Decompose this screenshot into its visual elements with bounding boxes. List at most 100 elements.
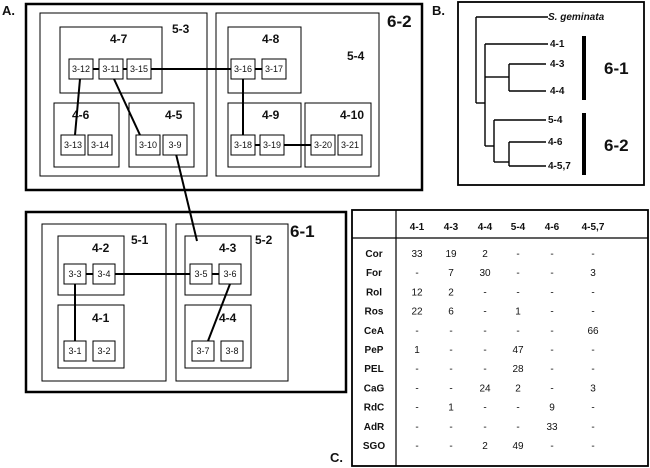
clade-4-1-label: 4-1 [92, 311, 110, 325]
table-cell: 19 [445, 249, 457, 260]
table-cell: - [415, 383, 418, 394]
table-cell: 30 [479, 268, 491, 279]
clade-4-9-label: 4-9 [262, 108, 280, 122]
group-6-1-box [24, 210, 348, 394]
table-cell: - [483, 422, 486, 433]
table-cell: - [591, 287, 594, 298]
tree-leaf-4-3: 4-3 [550, 59, 565, 70]
node-3-5: 3-5 [189, 263, 213, 285]
node-3-12: 3-12 [68, 58, 94, 80]
table-cell: 66 [587, 326, 599, 337]
table-cell: - [483, 326, 486, 337]
node-3-14: 3-14 [87, 134, 113, 156]
table-column-header: 4-5,7 [582, 222, 605, 233]
table-column-header: 4-3 [444, 222, 459, 233]
node-3-11: 3-11 [98, 58, 124, 80]
table-cell: 3 [590, 383, 596, 394]
clade-4-7-label: 4-7 [110, 32, 128, 46]
clade-5-3-box [39, 12, 208, 177]
clade-4-6-label: 4-6 [72, 108, 90, 122]
svg-text:3-13: 3-13 [64, 140, 82, 150]
node-3-18: 3-18 [230, 134, 256, 156]
table-row-label: Cor [365, 249, 382, 260]
group-6-2-label: 6-2 [387, 12, 412, 31]
node-3-1: 3-1 [63, 340, 87, 362]
table-row-label: Ros [365, 307, 384, 318]
table-cell: - [449, 441, 452, 452]
node-3-20: 3-20 [310, 134, 336, 156]
clade-4-8-label: 4-8 [262, 32, 280, 46]
table-cell: - [550, 249, 553, 260]
table-cell: - [449, 422, 452, 433]
table-cell: - [415, 326, 418, 337]
table-cell: - [550, 441, 553, 452]
table-cell: - [591, 403, 594, 414]
group-bar-6-2 [582, 113, 586, 175]
table-cell: - [483, 307, 486, 318]
link-3-6-3-7 [207, 283, 231, 342]
clade-5-4-box [215, 12, 380, 177]
panel-label-a: A. [2, 3, 15, 18]
table-cell: - [591, 422, 594, 433]
tree-group-6-1-label: 6-1 [604, 59, 629, 78]
tree-group-6-2-label: 6-2 [604, 136, 629, 155]
clade-4-4-label: 4-4 [219, 311, 237, 325]
svg-text:3-17: 3-17 [265, 64, 283, 74]
table-row-label: PEL [364, 364, 383, 375]
table-cell: - [449, 383, 452, 394]
svg-text:3-21: 3-21 [341, 140, 359, 150]
table-cell: - [550, 287, 553, 298]
phylogenetic-tree [475, 16, 548, 167]
clade-4-8-box [227, 26, 302, 94]
svg-text:3-19: 3-19 [263, 140, 281, 150]
table-cell: - [516, 422, 519, 433]
table-cell: - [550, 383, 553, 394]
table-cell: 33 [411, 249, 423, 260]
svg-text:3-2: 3-2 [97, 346, 110, 356]
tree-leaf-5-4: 5-4 [548, 115, 563, 126]
clade-5-2-label: 5-2 [255, 233, 273, 247]
table-cell: - [516, 268, 519, 279]
group-6-2-box [24, 2, 424, 192]
table-frame [351, 209, 649, 467]
table-cell: - [550, 268, 553, 279]
node-3-17: 3-17 [261, 58, 287, 80]
table-cell: - [483, 345, 486, 356]
table-row-label: CaG [364, 383, 385, 394]
table-cell: 12 [411, 287, 423, 298]
link-3-12-3-13 [74, 78, 81, 136]
tree-outgroup-label: S. geminata [548, 12, 605, 23]
table-cell: 2 [482, 441, 488, 452]
node-3-13: 3-13 [60, 134, 86, 156]
table-cell: - [415, 403, 418, 414]
table-cell: 1 [414, 345, 420, 356]
panel-label-b: B. [432, 3, 445, 18]
table-cell: - [449, 326, 452, 337]
table-cell: - [591, 249, 594, 260]
node-3-3: 3-3 [63, 263, 87, 285]
node-3-10: 3-10 [135, 134, 161, 156]
table-cell: 2 [515, 383, 521, 394]
table-cell: - [483, 364, 486, 375]
tree-leaf-4-5-7: 4-5,7 [548, 161, 571, 172]
clade-4-9-box [227, 102, 302, 168]
svg-text:3-10: 3-10 [139, 140, 157, 150]
table-row-label: SGO [363, 441, 385, 452]
clade-5-2-box [175, 223, 289, 382]
table-row-label: For [366, 268, 382, 279]
node-3-4: 3-4 [92, 263, 116, 285]
table-cell: - [591, 345, 594, 356]
table-cell: - [550, 345, 553, 356]
group-6-1-label: 6-1 [290, 222, 315, 241]
svg-text:3-15: 3-15 [130, 64, 148, 74]
table-cell: - [516, 287, 519, 298]
link-3-11-3-10 [113, 78, 141, 136]
panel-label-c: C. [330, 450, 343, 465]
node-3-8: 3-8 [220, 340, 244, 362]
group-bar-6-1 [582, 36, 586, 100]
tree-leaf-4-6: 4-6 [548, 137, 563, 148]
table-row-label: RdC [364, 403, 385, 414]
node-3-6: 3-6 [218, 263, 242, 285]
